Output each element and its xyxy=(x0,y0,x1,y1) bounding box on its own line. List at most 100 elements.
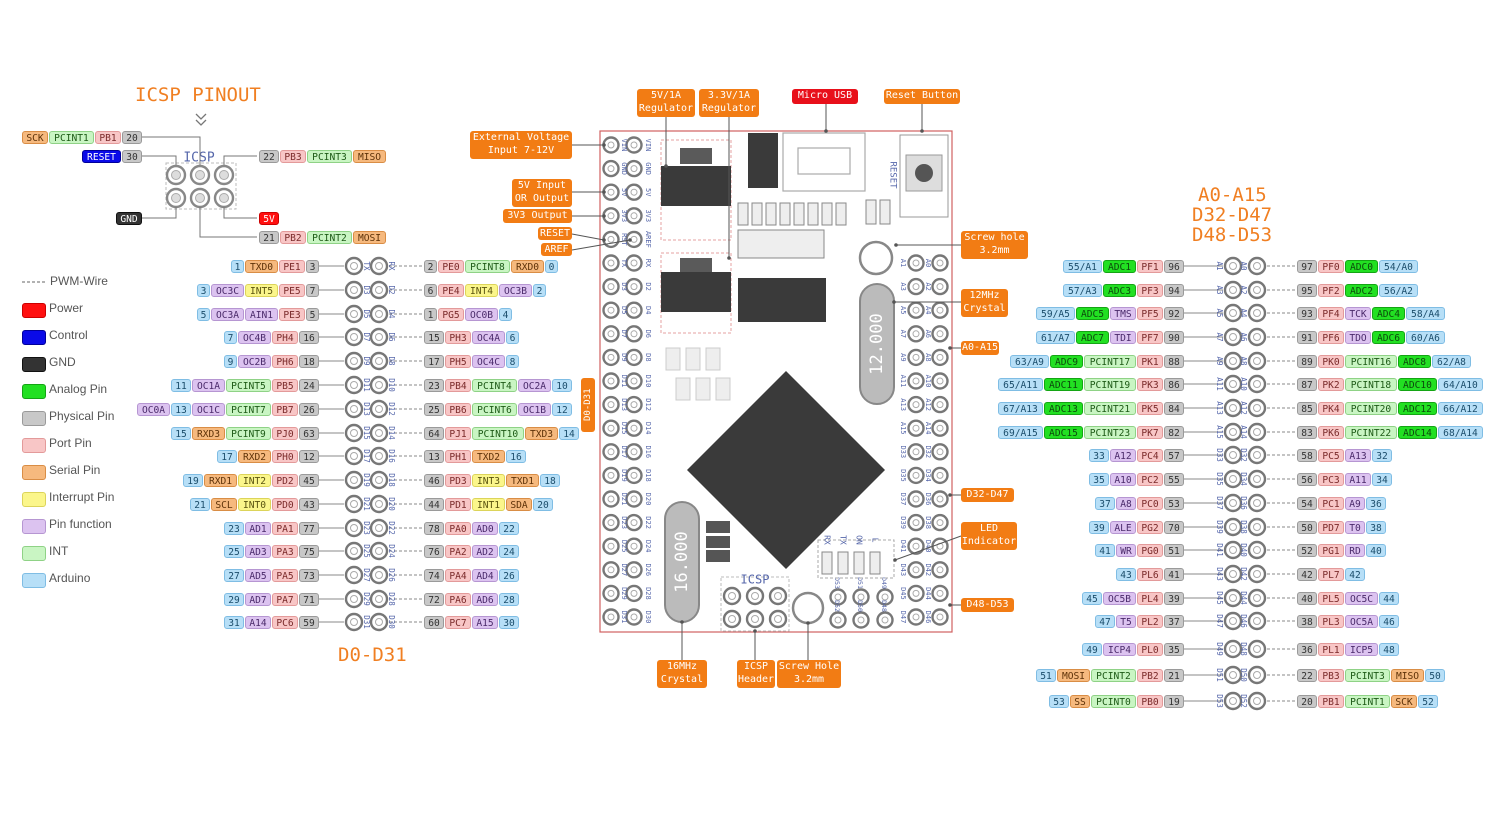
pin-tag-phys: 20 xyxy=(122,130,142,144)
pin-header-ring-inner xyxy=(1229,570,1237,578)
pin-silk-label: D40 xyxy=(1239,543,1248,557)
pin-tag-func: AD3 xyxy=(245,544,271,558)
pin-tag-ana: ADC3 xyxy=(1103,283,1136,297)
pin-tag-phys: 2 xyxy=(424,259,437,273)
pin-tag-ser: SS xyxy=(1070,694,1090,708)
regulator-tab xyxy=(680,258,712,272)
callout-leader xyxy=(894,535,962,561)
callout-label: RESET xyxy=(538,227,572,240)
pin-tag-phys: 7 xyxy=(306,283,319,297)
board-pin-inner xyxy=(936,424,944,432)
board-silk: D12 xyxy=(644,398,652,411)
pin-header-ring-inner xyxy=(350,524,358,532)
board-pin-inner xyxy=(607,519,615,527)
board-silk: D18 xyxy=(644,469,652,482)
pin-tag-port: PF2 xyxy=(1318,283,1344,297)
pin-tag-port: PG0 xyxy=(1137,543,1163,557)
icsp-wire xyxy=(142,207,177,219)
pin-tag-ard: 21 xyxy=(190,497,210,511)
pin-header-ring-inner xyxy=(375,500,383,508)
callout-dot xyxy=(602,143,606,147)
board-silk: D21 xyxy=(620,493,628,506)
icsp-pin-hole xyxy=(195,193,205,203)
pin-tag-phys: 91 xyxy=(1297,330,1317,344)
callout-label: 5V Input OR Output xyxy=(512,179,572,207)
pin-tag-port: PH1 xyxy=(445,449,471,463)
pin-tag-port: PC3 xyxy=(1318,472,1344,486)
board-silk: D49 xyxy=(880,577,888,589)
callout-leader xyxy=(571,233,605,241)
legend-label: Serial Pin xyxy=(49,463,101,477)
board-silk: A10 xyxy=(924,375,932,388)
pin-tag-phys: 71 xyxy=(299,592,319,606)
callout-label: 3.3V/1A Regulator xyxy=(699,89,759,117)
board-pin-inner xyxy=(630,259,638,267)
pin-tag-port: PH3 xyxy=(445,330,471,344)
pin-silk-label: D5 xyxy=(362,309,371,318)
callout-dot xyxy=(602,238,606,242)
callout-dot xyxy=(948,346,952,350)
pin-tag-ard: 12 xyxy=(552,402,572,416)
smd-component xyxy=(706,550,730,562)
led-label: TX xyxy=(839,535,848,545)
smd-component xyxy=(715,377,731,401)
pin-tag-port: PC6 xyxy=(272,615,298,629)
legend-label: PWM-Wire xyxy=(50,274,108,288)
board-silk: A0 xyxy=(924,259,932,267)
board-pin-inner xyxy=(936,448,944,456)
pin-header-ring-inner xyxy=(1229,523,1237,531)
pin-silk-label: D21 xyxy=(362,497,371,511)
pin-tag-ard: 25 xyxy=(224,544,244,558)
callout-dot xyxy=(602,214,606,218)
callout-label: Reset Button xyxy=(884,89,960,104)
pin-tag-ard: 10 xyxy=(552,378,572,392)
pin-tag-phys: 70 xyxy=(1164,520,1184,534)
icsp-board-pin-inner xyxy=(774,592,782,600)
pin-tag-ard: 43 xyxy=(1116,567,1136,581)
pin-silk-label: D48 xyxy=(1239,642,1248,656)
board-silk: D45 xyxy=(899,587,907,600)
pin-header-ring-inner xyxy=(350,310,358,318)
pin-silk-label: A12 xyxy=(1239,401,1248,415)
pin-header-ring-inner xyxy=(1229,546,1237,554)
pin-header-ring-inner xyxy=(375,262,383,270)
pin-tag-ard: 34 xyxy=(1372,472,1392,486)
board-silk: D8 xyxy=(644,353,652,361)
icsp-pin-hole xyxy=(219,170,229,180)
board-silk: RST xyxy=(620,233,628,246)
pin-header-ring-inner xyxy=(350,618,358,626)
board-pin-inner xyxy=(607,448,615,456)
pin-tag-port: PC2 xyxy=(1137,472,1163,486)
pin-tag-ard: 14 xyxy=(559,426,579,440)
pin-tag-port: PA2 xyxy=(445,544,471,558)
smd-component xyxy=(737,229,825,259)
board-silk: D16 xyxy=(644,445,652,458)
regulator-5v xyxy=(661,166,731,206)
pin-tag-int: PCINT4 xyxy=(472,378,517,392)
pin-tag-ana: ADC1 xyxy=(1103,259,1136,273)
pin-tag-phys: 53 xyxy=(1164,496,1184,510)
board-pin-inner xyxy=(936,613,944,621)
pin-tag-phys: 43 xyxy=(299,497,319,511)
pin-header-ring-inner xyxy=(1229,404,1237,412)
pin-silk-label: D2 xyxy=(387,285,396,294)
pin-header-ring-inner xyxy=(1229,671,1237,679)
callout-label: 3V3 Output xyxy=(503,209,572,223)
pin-tag-phys: 63 xyxy=(299,426,319,440)
board-pin-inner xyxy=(607,188,615,196)
pin-tag-int: PCINT19 xyxy=(1084,377,1136,391)
pin-tag-port: PG5 xyxy=(438,307,464,321)
pin-silk-label: D50 xyxy=(1239,668,1248,682)
pin-silk-label: D39 xyxy=(1215,520,1224,534)
pin-silk-label: D29 xyxy=(362,592,371,606)
pin-header-ring-inner xyxy=(375,429,383,437)
board-silk: 5V xyxy=(620,188,628,197)
pin-tag-ard: 60/A6 xyxy=(1406,330,1445,344)
pin-tag-func: A13 xyxy=(1345,448,1371,462)
board-silk: D48 xyxy=(880,600,888,612)
board-silk: GND xyxy=(620,162,628,175)
pin-silk-label: D25 xyxy=(362,544,371,558)
pin-tag-port: PF3 xyxy=(1137,283,1163,297)
